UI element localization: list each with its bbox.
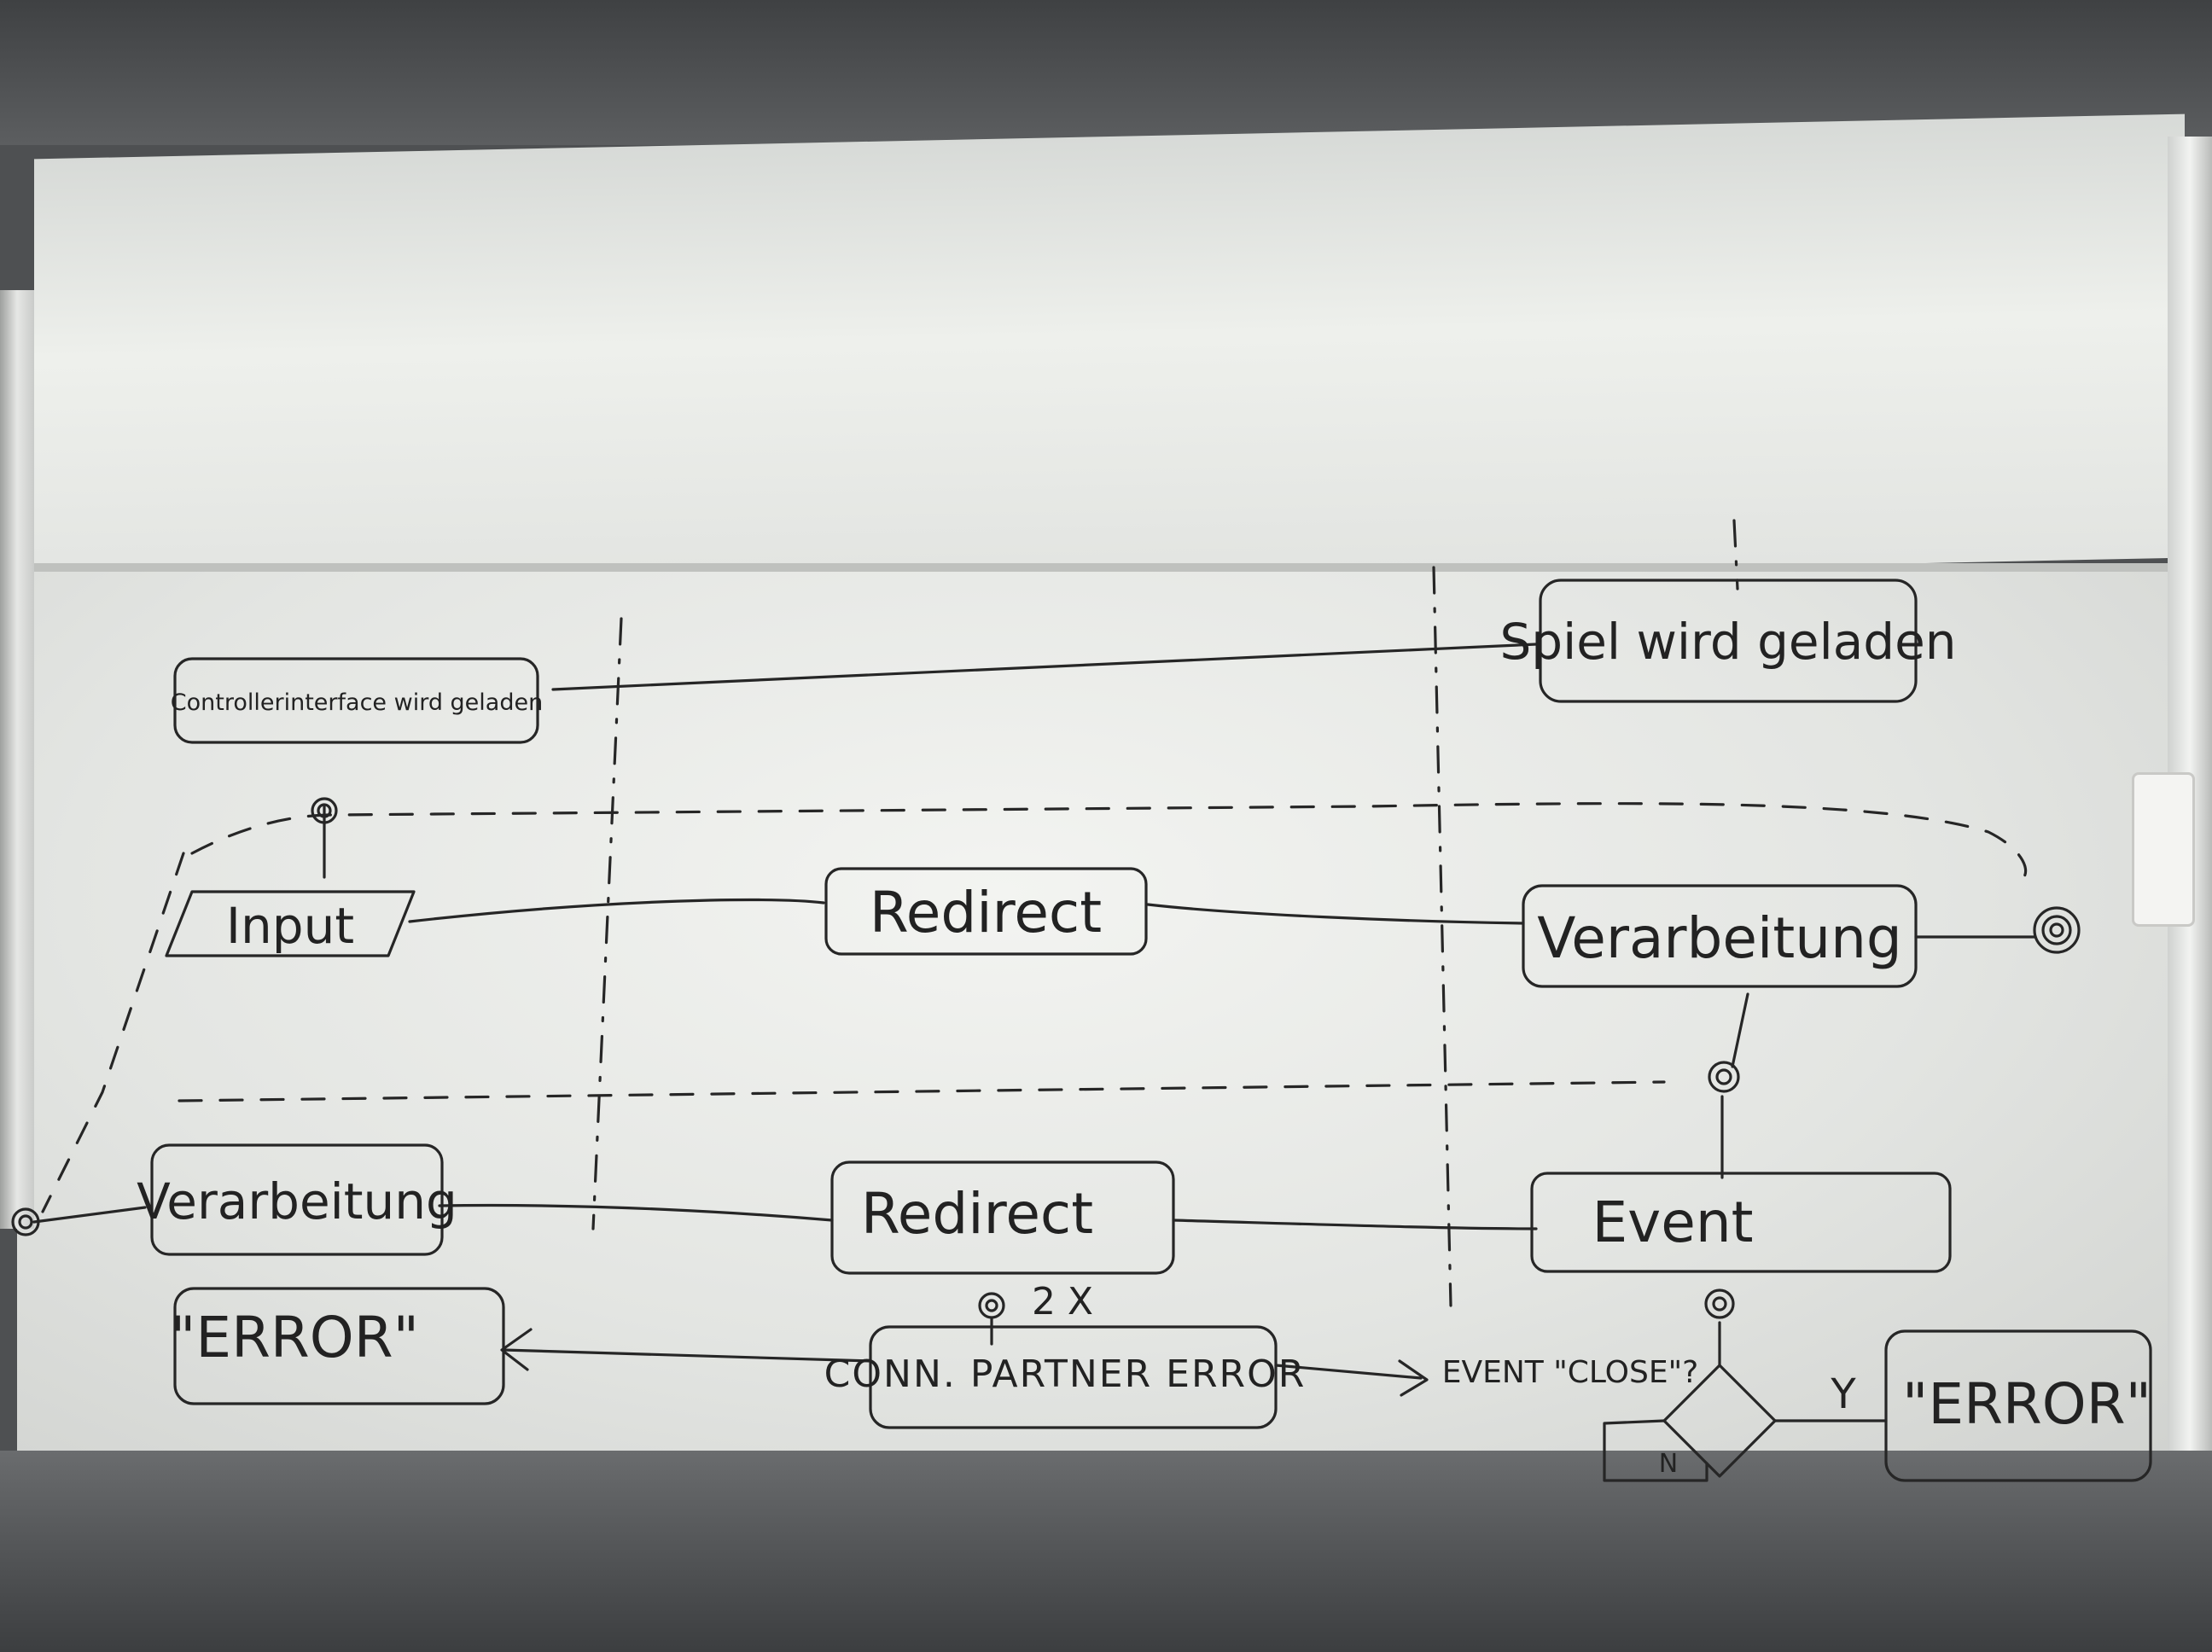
box-redirect-top bbox=[824, 867, 1148, 956]
lane-separator-3 bbox=[1732, 519, 1739, 590]
label-game-loading: Spiel wird geladen bbox=[1499, 613, 1956, 671]
end-node-left bbox=[11, 1207, 40, 1236]
label-controller-loading: Controllerinterface wird geladen bbox=[171, 689, 543, 716]
box-game-loading bbox=[1539, 579, 1918, 703]
connector-processing-down bbox=[1731, 992, 1749, 1068]
box-processing-top bbox=[1522, 884, 1918, 988]
label-redirect-bottom: Redirect bbox=[861, 1181, 1093, 1247]
box-event bbox=[1530, 1172, 1952, 1273]
board-frame-left bbox=[0, 290, 34, 1229]
arrowhead-right bbox=[1398, 1359, 1429, 1397]
start-node-error bbox=[978, 1292, 1005, 1319]
connector-redirect-processing bbox=[1146, 903, 1525, 925]
label-error-left: "ERROR" bbox=[170, 1305, 419, 1370]
label-event: Event bbox=[1592, 1190, 1753, 1255]
box-processing-bottom bbox=[150, 1143, 444, 1256]
box-input-parallelogram bbox=[165, 890, 416, 957]
lane-separator-2 bbox=[1432, 566, 1452, 1307]
box-decision-no-branch bbox=[1603, 1419, 1708, 1482]
lane-top-dashed bbox=[190, 802, 2028, 881]
label-input: Input bbox=[226, 897, 354, 955]
start-node-top bbox=[311, 797, 338, 824]
label-redirect-top: Redirect bbox=[870, 880, 1102, 945]
lane-separator-1 bbox=[591, 617, 623, 1230]
label-processing-bottom: Verarbeitung bbox=[137, 1172, 457, 1230]
label-decision-yes: Y bbox=[1830, 1370, 1856, 1418]
connector-input-redirect bbox=[408, 898, 825, 923]
box-error-right bbox=[1884, 1329, 2152, 1482]
end-node-right bbox=[2033, 906, 2081, 954]
connector-processing-redirect bbox=[438, 1203, 834, 1222]
board-eraser bbox=[2132, 772, 2195, 927]
lane-left-dashed bbox=[41, 852, 185, 1213]
box-controller-loading bbox=[173, 657, 539, 744]
label-decision-no: N bbox=[1659, 1449, 1678, 1479]
connector-conn-error-right bbox=[1274, 1364, 1423, 1380]
lane-bottom-dashed bbox=[178, 1080, 1666, 1102]
connector-controller-game bbox=[551, 643, 1538, 691]
start-node-event bbox=[1708, 1061, 1740, 1093]
box-conn-partner-error bbox=[869, 1325, 1278, 1429]
marker-tray bbox=[0, 1451, 2212, 1652]
label-error-right: "ERROR" bbox=[1902, 1371, 2151, 1437]
label-conn-partner-error: CONN. PARTNER ERROR bbox=[824, 1352, 1307, 1396]
label-decision-question: EVENT "CLOSE"? bbox=[1442, 1355, 1699, 1390]
connector-redirect-event bbox=[1172, 1219, 1538, 1230]
box-redirect-bottom bbox=[830, 1160, 1175, 1275]
connector-end-processing bbox=[32, 1206, 147, 1224]
box-error-left bbox=[173, 1287, 505, 1405]
decision-diamond bbox=[1662, 1364, 1777, 1478]
connector-conn-error-left bbox=[502, 1348, 872, 1363]
arrowhead-left bbox=[500, 1328, 533, 1371]
whiteboard-lower-panel bbox=[17, 563, 2202, 1485]
start-node-decision bbox=[1704, 1288, 1735, 1319]
label-processing-top: Verarbeitung bbox=[1537, 905, 1902, 971]
label-repeat-count: 2 X bbox=[1032, 1280, 1093, 1323]
